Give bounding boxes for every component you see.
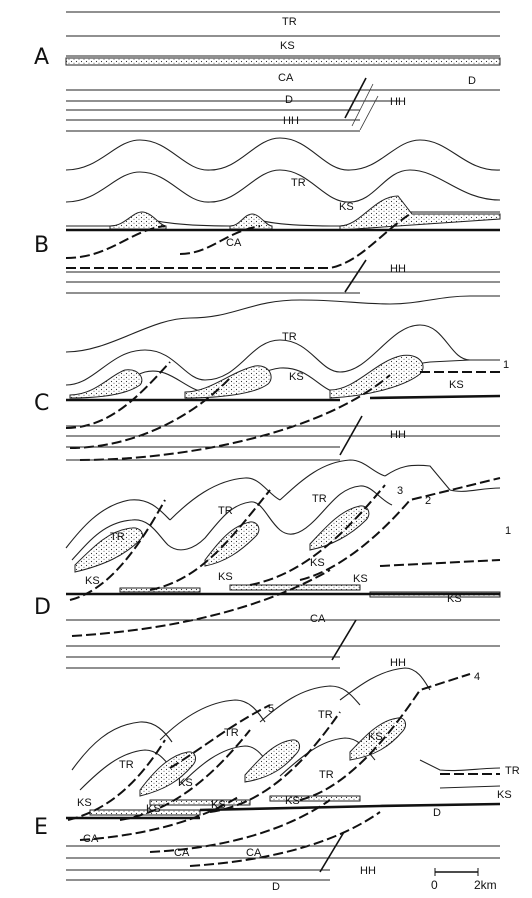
unit-label-hh: HH [283,115,299,127]
unit-label-ks: KS [339,201,354,213]
unit-label-ca: CA [83,833,99,845]
ks-layer [66,58,500,65]
unit-label-ks: KS [178,777,193,789]
unit-label-d: D [272,881,280,893]
unit-label-ks: KS [449,379,464,391]
unit-label-tr: TR [218,505,233,517]
unit-label-ks: KS [211,799,226,811]
unit-label-d: D [468,75,476,87]
unit-label-ks: KS [289,371,304,383]
unit-label-ks: KS [218,571,233,583]
fault-number: 1 [503,359,509,371]
unit-label-tr: TR [319,769,334,781]
unit-label-hh: HH [390,657,406,669]
unit-label-ca: CA [310,613,326,625]
scale-bar-zero: 0 [431,878,438,892]
panel-e: E TR TR TR TR TR [34,668,520,893]
fault-number: 2 [425,495,431,507]
unit-label-tr: TR [318,709,333,721]
unit-label-ks: KS [497,789,512,801]
panel-b: B TR KS CA HH [34,138,500,293]
unit-label-tr: TR [110,531,125,543]
unit-label-hh: HH [360,865,376,877]
unit-label-tr: TR [119,759,134,771]
panel-c: C TR KS KS HH 1 [34,296,509,460]
panel-letter-b: B [34,233,49,258]
fault-number: 4 [474,671,480,683]
unit-label-tr: TR [282,331,297,343]
unit-label-ks: KS [368,731,383,743]
panel-d: D TR TR TR KS KS KS KS KS CA HH 3 2 [34,460,511,669]
unit-label-hh: HH [390,96,406,108]
unit-label-tr: TR [224,727,239,739]
unit-label-ks: KS [447,593,462,605]
unit-label-tr: TR [505,765,520,777]
fault-number: 1 [505,525,511,537]
unit-label-ca: CA [174,847,190,859]
panel-a: A TR KS CA D HH D HH [34,12,500,131]
fault-number: 3 [397,485,403,497]
unit-label-tr: TR [291,177,306,189]
unit-label-ks: KS [280,40,295,52]
unit-label-ks: KS [85,575,100,587]
unit-label-ks: KS [285,795,300,807]
unit-label-ca: CA [226,237,242,249]
panel-letter-d: D [34,595,51,620]
unit-label-ks: KS [146,803,161,815]
unit-label-ks: KS [310,557,325,569]
fault-number: 5 [268,703,274,715]
scale-bar: 0 2km [431,868,497,892]
unit-label-tr: TR [282,16,297,28]
panel-letter-c: C [34,391,49,416]
unit-label-tr: TR [312,493,327,505]
unit-label-hh: HH [390,429,406,441]
scale-bar-length: 2km [474,878,497,892]
panel-letter-a: A [34,45,49,70]
unit-label-ca: CA [278,72,294,84]
unit-label-hh: HH [390,263,406,275]
panel-letter-e: E [34,815,48,840]
unit-label-ks: KS [353,573,368,585]
unit-label-d: D [433,807,441,819]
unit-label-ca: CA [246,847,262,859]
unit-label-ks: KS [77,797,92,809]
unit-label-d: D [285,94,293,106]
